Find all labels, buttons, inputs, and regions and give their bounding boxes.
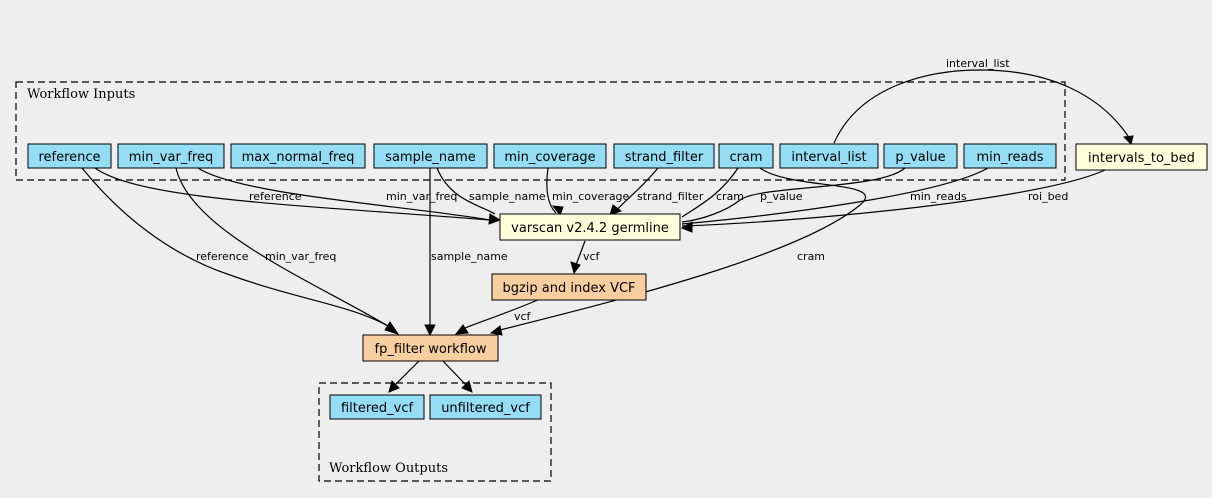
node-min-var-freq[interactable]: min_var_freq [117,143,225,169]
edge-label-vcf-fp: vcf [514,310,532,323]
node-label: cram [729,150,762,165]
node-label: max_normal_freq [242,150,355,165]
node-label: intervals_to_bed [1088,151,1195,166]
workflow-outputs-label: Workflow Outputs [329,461,448,476]
node-label: min_var_freq [129,150,213,165]
arrow-head [570,261,581,275]
edge-label-strandfilter-varscan: strand_filter [637,190,704,203]
node-sample-name[interactable]: sample_name [373,143,488,169]
edge-minvarfreq-varscan [197,167,491,221]
arrow-head [461,380,473,393]
node-unfiltered-vcf[interactable]: unfiltered_vcf [429,394,542,420]
edge-label-vcf-bgzip: vcf [583,250,601,263]
edge-label-minvarfreq-fp: min_var_freq [265,250,336,263]
node-label: strand_filter [625,150,704,165]
arrow-head [551,205,564,217]
arrow-head [488,213,502,225]
workflow-outputs-cluster: Workflow Outputs [318,382,552,482]
edge-label-interval-list: interval_list [946,57,1010,70]
node-varscan[interactable]: varscan v2.4.2 germline [499,213,681,241]
edge-label-cram-varscan: cram [716,190,744,203]
edge-label-minvarfreq-varscan: min_var_freq [386,190,457,203]
edge-cram-fp [499,167,867,331]
node-max-normal-freq[interactable]: max_normal_freq [230,143,366,169]
node-label: bgzip and index VCF [502,281,635,296]
edge-label-reference-varscan: reference [249,190,302,203]
arrow-head [609,204,623,216]
edge-cram-varscan [681,167,739,218]
arrow-head [388,380,400,393]
edge-fp-filtered [395,359,421,385]
arrow-head [489,325,503,336]
node-bgzip[interactable]: bgzip and index VCF [491,273,647,301]
node-cram[interactable]: cram [718,143,774,169]
edge-fp-unfiltered [441,359,466,385]
node-label: unfiltered_vcf [441,401,530,416]
node-label: p_value [895,150,945,165]
node-label: reference [38,150,100,165]
node-label: interval_list [791,150,866,165]
node-filtered-vcf[interactable]: filtered_vcf [329,394,425,420]
edge-label-samplename-fp: sample_name [431,250,508,263]
node-reference[interactable]: reference [27,143,112,169]
edges: interval_list reference min_var_freq sam… [81,57,1134,393]
edge-samplename-varscan [436,167,496,215]
edge-label-pvalue-varscan: p_value [760,190,803,203]
edge-label-samplename-varscan: sample_name [469,190,546,203]
edge-interval-list-to-bed [833,69,1129,144]
edge-varscan-bgzip [575,240,586,266]
edge-pvalue-varscan [681,167,906,223]
workflow-inputs-cluster: Workflow Inputs [15,81,1066,181]
edge-label-roibed-varscan: roi_bed [1028,190,1068,203]
node-label: sample_name [385,150,476,165]
edge-mincoverage-varscan [546,167,557,214]
edge-reference-varscan [94,167,491,221]
workflow-inputs-label: Workflow Inputs [27,87,135,102]
node-min-reads[interactable]: min_reads [963,143,1057,169]
edge-minvarfreq-fp [175,167,389,327]
node-label: filtered_vcf [341,401,414,416]
arrow-head [1122,135,1134,145]
node-label: min_coverage [504,150,595,165]
node-min-coverage[interactable]: min_coverage [493,143,607,169]
arrow-head [680,221,693,233]
node-interval-list[interactable]: interval_list [779,143,879,169]
node-intervals-to-bed[interactable]: intervals_to_bed [1075,143,1208,171]
edge-roibed-varscan [681,169,1106,227]
edge-reference-fp [81,167,389,327]
node-label: fp_filter workflow [375,342,487,357]
arrow-head [384,321,400,335]
arrow-head [424,324,436,337]
node-label: min_reads [976,150,1043,165]
edge-label-cram-fp: cram [797,250,825,263]
node-fp-filter[interactable]: fp_filter workflow [362,334,499,362]
node-p-value[interactable]: p_value [883,143,958,169]
edge-label-minreads-varscan: min_reads [910,190,967,203]
edge-minreads-varscan [681,167,989,225]
edge-bgzip-fp [464,298,541,329]
edge-label-mincoverage-varscan: min_coverage [552,190,630,203]
edge-label-reference-fp: reference [196,250,249,263]
arrow-head [454,324,469,335]
node-label: varscan v2.4.2 germline [511,221,669,236]
node-strand-filter[interactable]: strand_filter [613,143,715,169]
